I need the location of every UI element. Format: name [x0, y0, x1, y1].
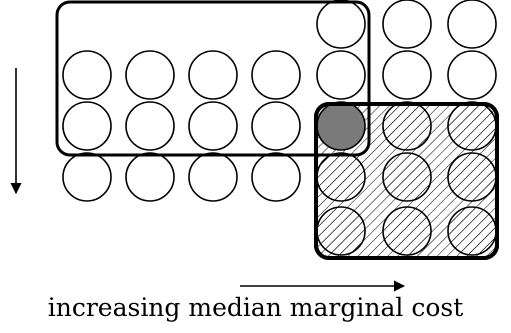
circle	[188, 50, 238, 100]
circle	[188, 152, 238, 202]
circle	[316, 50, 366, 100]
hatched-group-border	[314, 102, 499, 260]
hatched-circle	[382, 152, 432, 202]
circle-grid	[62, 0, 497, 256]
circle	[188, 101, 238, 151]
circle	[382, 0, 432, 49]
circle	[251, 101, 301, 151]
axis-caption: increasing median marginal cost	[47, 293, 464, 322]
circle	[125, 101, 175, 151]
circle	[316, 0, 366, 49]
hatched-circle	[316, 152, 366, 202]
hatched-circle	[382, 101, 432, 151]
hatched-circle	[382, 206, 432, 256]
circle	[251, 50, 301, 100]
circle	[125, 152, 175, 202]
hatched-circle	[447, 206, 497, 256]
circle	[447, 0, 497, 49]
outline-group-box	[55, 0, 371, 157]
circle	[62, 101, 112, 151]
circle	[125, 50, 175, 100]
circle	[382, 50, 432, 100]
hatched-circle	[447, 101, 497, 151]
circle	[447, 50, 497, 100]
hatched-circle	[316, 206, 366, 256]
hatched-circle	[447, 152, 497, 202]
circle	[62, 152, 112, 202]
circle	[251, 152, 301, 202]
circle	[62, 50, 112, 100]
overlap-circle	[316, 101, 366, 151]
